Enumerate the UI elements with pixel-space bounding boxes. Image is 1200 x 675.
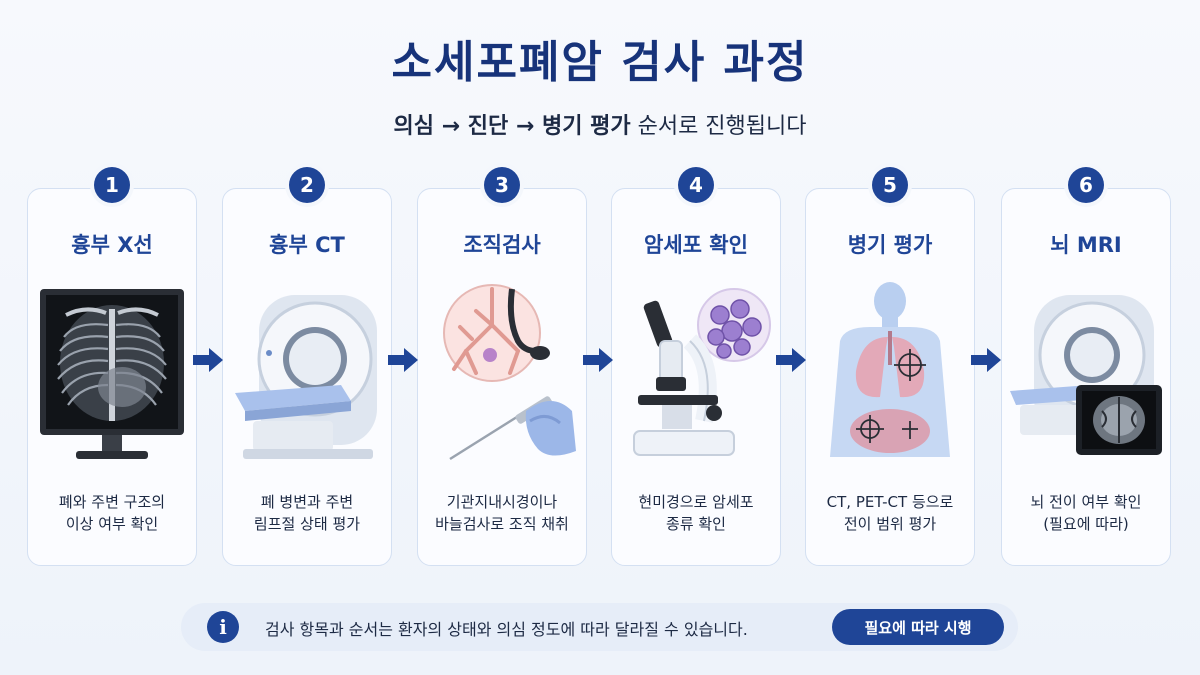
arrow-right-icon bbox=[776, 348, 806, 372]
step-description: 폐와 주변 구조의 이상 여부 확인 bbox=[34, 491, 190, 535]
step-title: 병기 평가 bbox=[847, 233, 933, 257]
step-card-chest-xray: 1 흉부 X선 폐와 주변 구조의 이상 여부 확인 bbox=[27, 167, 197, 566]
step-description-line: (필요에 따라) bbox=[1043, 515, 1129, 533]
step-description-line: 이상 여부 확인 bbox=[65, 515, 159, 533]
subtitle-step-staging: 병기 평가 bbox=[541, 114, 631, 139]
step-description-line: 현미경으로 암세포 bbox=[638, 493, 754, 511]
subtitle-rest: 순서로 진행됩니다 bbox=[630, 114, 807, 139]
step-number-badge: 3 bbox=[484, 167, 520, 203]
step-description: 뇌 전이 여부 확인 (필요에 따라) bbox=[1008, 491, 1164, 535]
step-title: 암세포 확인 bbox=[644, 233, 748, 257]
step-card-staging: 5 병기 평가 CT, PET-CT 등으로 전이 범위 평가 bbox=[805, 167, 975, 566]
step-description-line: 기관지내시경이나 bbox=[446, 493, 558, 511]
step-number-badge: 1 bbox=[94, 167, 130, 203]
arrow-right-icon bbox=[971, 348, 1001, 372]
step-title: 조직검사 bbox=[463, 233, 541, 257]
step-description: 폐 병변과 주변 림프절 상태 평가 bbox=[229, 491, 385, 535]
chest-xray-icon bbox=[36, 281, 188, 471]
step-card-chest-ct: 2 흉부 CT 폐 병변과 주변 림프절 상태 평가 bbox=[222, 167, 392, 566]
step-description-line: 폐 병변과 주변 bbox=[260, 493, 354, 511]
footer-note: i 검사 항목과 순서는 환자의 상태와 의심 정도에 따라 달라질 수 있습니… bbox=[181, 603, 1018, 651]
as-needed-badge: 필요에 따라 시행 bbox=[832, 609, 1004, 645]
ct-scanner-icon bbox=[231, 281, 383, 471]
arrow-right-icon bbox=[388, 348, 418, 372]
page-title: 소세포폐암 검사 과정 bbox=[391, 37, 809, 88]
body-scan-icon bbox=[814, 281, 966, 471]
step-description-line: 종류 확인 bbox=[666, 515, 726, 533]
step-description-line: 뇌 전이 여부 확인 bbox=[1030, 493, 1142, 511]
step-description: 기관지내시경이나 바늘검사로 조직 채취 bbox=[424, 491, 580, 535]
step-card-biopsy: 3 조직검사 기관지내시경이나 바늘검사로 조직 채취 bbox=[417, 167, 587, 566]
step-description-line: 폐와 주변 구조의 bbox=[58, 493, 166, 511]
info-icon: i bbox=[207, 611, 239, 643]
arrow-right-icon bbox=[583, 348, 613, 372]
step-number-badge: 2 bbox=[289, 167, 325, 203]
step-description: 현미경으로 암세포 종류 확인 bbox=[618, 491, 774, 535]
step-number-badge: 4 bbox=[678, 167, 714, 203]
step-description-line: 바늘검사로 조직 채취 bbox=[435, 515, 569, 533]
mri-icon bbox=[1010, 281, 1162, 471]
arrow-right-icon bbox=[193, 348, 223, 372]
biopsy-icon bbox=[426, 281, 578, 471]
step-card-microscope: 4 암세포 확인 현미경으로 암세포 종류 확인 bbox=[611, 167, 781, 566]
subtitle-arrow-1: → bbox=[433, 114, 468, 139]
step-description-line: 전이 범위 평가 bbox=[843, 515, 937, 533]
step-number-badge: 5 bbox=[872, 167, 908, 203]
footer-text: 검사 항목과 순서는 환자의 상태와 의심 정도에 따라 달라질 수 있습니다. bbox=[265, 620, 748, 639]
step-description-line: CT, PET-CT 등으로 bbox=[826, 493, 954, 511]
step-card-brain-mri: 6 뇌 MRI 뇌 전이 여부 확인 (필요에 따라) bbox=[1001, 167, 1171, 566]
subtitle-arrow-2: → bbox=[508, 114, 542, 139]
subtitle-step-suspicion: 의심 bbox=[393, 114, 434, 139]
step-title: 뇌 MRI bbox=[1050, 233, 1122, 257]
page-subtitle: 의심 → 진단 → 병기 평가 순서로 진행됩니다 bbox=[0, 108, 1200, 140]
step-description-line: 림프절 상태 평가 bbox=[253, 515, 361, 533]
subtitle-step-diagnosis: 진단 bbox=[467, 114, 509, 139]
step-description: CT, PET-CT 등으로 전이 범위 평가 bbox=[812, 491, 968, 535]
microscope-icon bbox=[620, 281, 772, 471]
step-title: 흉부 X선 bbox=[71, 233, 153, 257]
step-title: 흉부 CT bbox=[269, 233, 345, 257]
step-number-badge: 6 bbox=[1068, 167, 1104, 203]
